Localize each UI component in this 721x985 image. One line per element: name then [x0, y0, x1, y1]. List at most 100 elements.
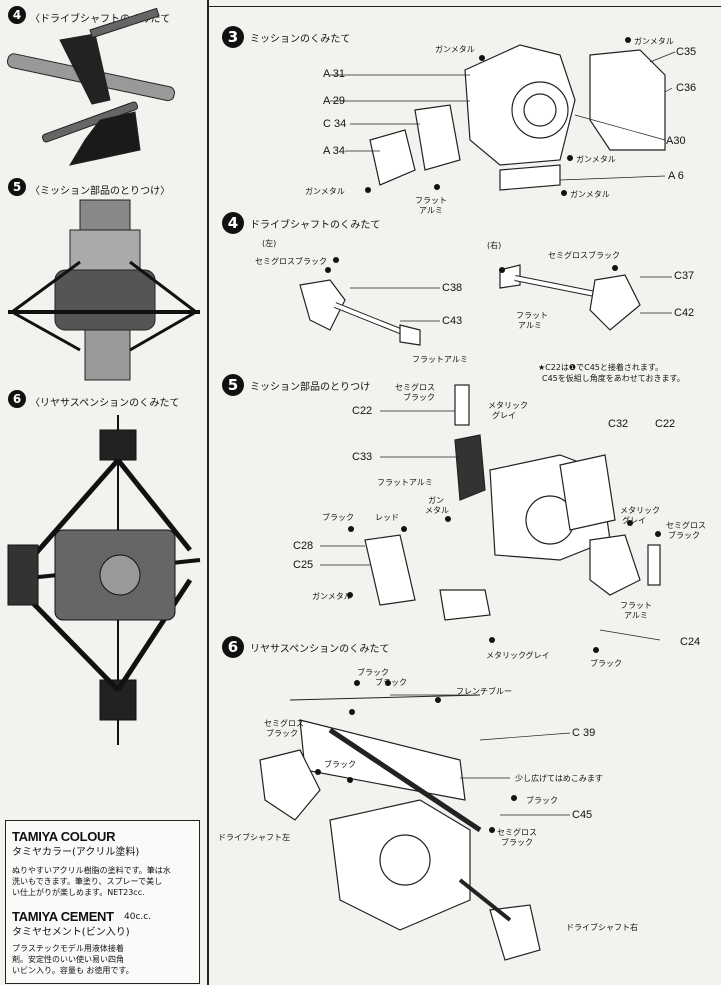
paint-flat: フラット — [415, 196, 447, 205]
step3-title: ミッションのくみたて — [250, 34, 351, 45]
left-step4-title: 〈ドライブシャフトのくみたて — [30, 14, 171, 25]
paint-gunmetal: ガンメタル — [570, 190, 610, 199]
part-c34: C 34 — [323, 118, 347, 130]
photo-mission — [8, 199, 200, 381]
left-step6-title: 〈リヤサスペンションのくみたて — [30, 398, 180, 409]
paint-black: ブラック — [668, 531, 700, 540]
step5-badge: 5 — [222, 374, 244, 396]
left-step5-title: 〈ミッション部品のとりつけ〉 — [30, 186, 171, 197]
cement-text-2: 剤。安定性のいい使い易い四角 — [12, 955, 124, 964]
paint-black: ブラック — [375, 678, 407, 687]
cement-text-3: いビン入り。容量も お徳用です。 — [12, 966, 134, 975]
paint-semigloss: セミグロス — [497, 828, 537, 837]
cement-text-1: プラスチックモデル用液体接着 — [12, 944, 124, 953]
left-step4-badge: 4 — [8, 6, 26, 24]
step6-drawing — [259, 694, 571, 961]
paint-gun: ガン — [428, 496, 444, 505]
cement-size: 40c.c. — [124, 912, 152, 922]
part-c22-right: C22 — [655, 418, 676, 430]
part-c39: C 39 — [572, 727, 596, 739]
paint-gunmetal: ガンメタル — [435, 45, 475, 54]
step5-drawing — [320, 384, 661, 641]
step3-badge: 3 — [222, 26, 244, 48]
paint-alumi: アルミ — [624, 611, 648, 620]
paint-flat: フラット — [516, 311, 548, 320]
step3-drawing — [330, 44, 676, 191]
part-c42: C42 — [674, 307, 695, 319]
paint-metal: メタル — [425, 506, 449, 515]
column-divider — [207, 0, 209, 985]
part-c32: C32 — [608, 418, 629, 430]
part-c28: C28 — [293, 540, 314, 552]
photo-drive-shafts — [6, 7, 175, 166]
part-c33: C33 — [352, 451, 373, 463]
part-c43: C43 — [442, 315, 463, 327]
label-drive-shaft-right: ドライブシャフト右 — [566, 923, 638, 932]
paint-semigloss-black: セミグロスブラック — [548, 251, 620, 260]
part-c24: C24 — [680, 636, 701, 648]
step3-frame-top — [207, 6, 721, 7]
label-drive-shaft-left: ドライブシャフト左 — [218, 833, 290, 842]
paint-semigloss: セミグロス — [395, 383, 435, 392]
paint-semigloss: セミグロス — [666, 521, 706, 530]
paint-dots — [315, 37, 661, 833]
colour-text-3: い仕上がりが楽しめます。NET23cc. — [12, 888, 145, 897]
paint-semigloss: セミグロス — [264, 719, 304, 728]
paint-flat-alumi: フラットアルミ — [377, 478, 433, 487]
product-ad-box: TAMIYA COLOUR タミヤカラー(アクリル塗料) ぬりやすいアクリル樹脂… — [5, 820, 200, 984]
paint-gunmetal: ガンメタル — [305, 187, 345, 196]
step5-title: ミッション部品のとりつけ — [250, 382, 371, 393]
left-step6-badge: 6 — [8, 390, 26, 408]
paint-black: ブラック — [403, 393, 435, 402]
paint-grey: グレイ — [622, 516, 646, 525]
step6-badge: 6 — [222, 636, 244, 658]
paint-black: ブラック — [501, 838, 533, 847]
left-step5-badge: 5 — [8, 178, 26, 196]
step6-title: リヤサスペンションのくみたて — [250, 644, 390, 655]
tamiya-colour-brand: TAMIYA COLOUR — [12, 829, 116, 844]
tamiya-colour-jp: タミヤカラー(アクリル塗料) — [12, 847, 140, 858]
note-line-2: C45を仮組し角度をあわせておきます。 — [542, 374, 685, 383]
part-c37: C37 — [674, 270, 695, 282]
paint-metallic: メタリック — [488, 401, 528, 410]
tamiya-cement-jp: タミヤセメント(ビン入り) — [12, 927, 130, 938]
paint-french-blue: フレンチブルー — [456, 687, 512, 696]
side-left-label: (左) — [262, 239, 277, 248]
paint-metallic: メタリック — [620, 506, 660, 515]
part-c25: C25 — [293, 559, 314, 571]
part-c45: C45 — [572, 809, 593, 821]
paint-red: レッド — [375, 513, 399, 522]
paint-black: ブラック — [322, 513, 354, 522]
part-c35: C35 — [676, 46, 697, 58]
paint-black: ブラック — [357, 668, 389, 677]
paint-black: ブラック — [526, 796, 558, 805]
step4-drawing — [299, 264, 672, 346]
part-c36: C36 — [676, 82, 697, 94]
step4-title: ドライブシャフトのくみたて — [250, 220, 381, 231]
part-c22: C22 — [352, 405, 373, 417]
paint-grey: グレイ — [492, 411, 516, 420]
colour-text-2: 洗いもできます。筆塗り、スプレーで美し — [12, 877, 163, 886]
instruction-spread: 少し広げてはめこみます — [515, 774, 603, 783]
step4-badge: 4 — [222, 212, 244, 234]
paint-gunmetal: ガンメタル — [576, 155, 616, 164]
part-a31: A 31 — [323, 68, 346, 80]
paint-semigloss-black: セミグロスブラック — [255, 257, 327, 266]
part-a34: A 34 — [323, 145, 346, 157]
photo-rear-suspension — [7, 415, 201, 745]
paint-flat-alumi: フラットアルミ — [412, 355, 468, 364]
part-a6: A 6 — [668, 170, 684, 182]
tamiya-cement-brand: TAMIYA CEMENT — [12, 909, 114, 924]
paint-gunmetal: ガンメタル — [634, 37, 674, 46]
paint-black: ブラック — [590, 659, 622, 668]
colour-text-1: ぬりやすいアクリル樹脂の塗料です。筆は水 — [12, 866, 171, 875]
paint-black: ブラック — [324, 760, 356, 769]
paint-flat: フラット — [620, 601, 652, 610]
side-right-label: (右) — [487, 241, 502, 250]
part-a30: A30 — [666, 135, 686, 147]
paint-black: ブラック — [266, 729, 298, 738]
part-c38: C38 — [442, 282, 463, 294]
paint-gunmetal: ガンメタル — [312, 592, 352, 601]
paint-alumi: アルミ — [518, 321, 542, 330]
